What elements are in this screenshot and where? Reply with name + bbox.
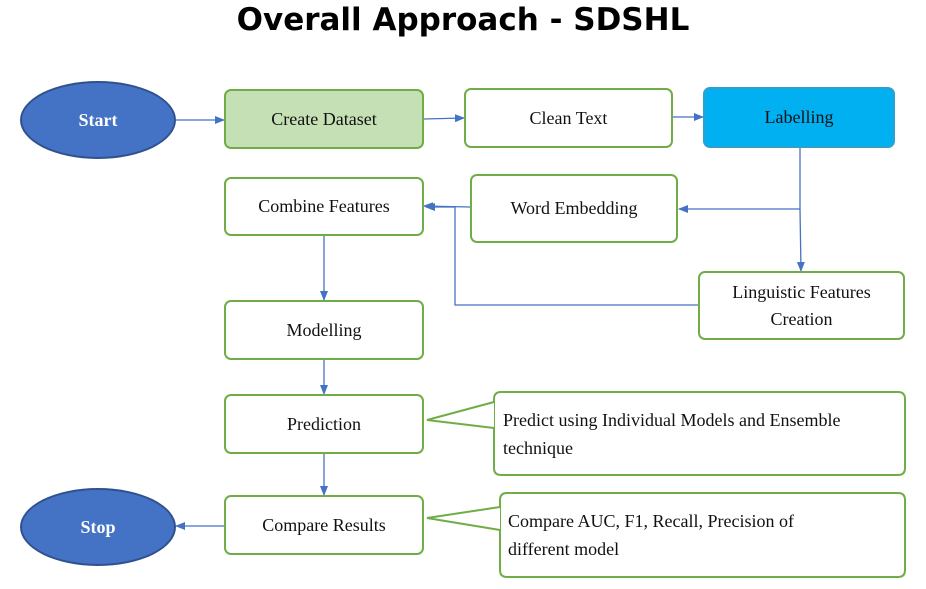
modelling-node: Modelling <box>224 300 424 360</box>
linguistic-features-node: Linguistic Features Creation <box>698 271 905 340</box>
arrow-labelling-to-word-embedding <box>678 148 801 213</box>
start-node: Start <box>20 81 176 159</box>
clean-text-node: Clean Text <box>464 88 673 148</box>
create-dataset-node: Create Dataset <box>224 89 424 149</box>
labelling-node: Labelling <box>703 87 895 148</box>
prediction-callout-pointer <box>426 401 495 429</box>
compare-callout-pointer <box>426 506 501 531</box>
word-embedding-node: Word Embedding <box>470 174 678 243</box>
compare-callout-shape <box>499 492 906 578</box>
prediction-callout-shape <box>493 391 906 476</box>
arrow-linguistic-to-combine <box>425 203 698 306</box>
stop-node: Stop <box>20 488 176 566</box>
arrow-labelling-to-linguistic <box>796 208 805 272</box>
compare-results-node: Compare Results <box>224 495 424 555</box>
combine-features-node: Combine Features <box>224 177 424 236</box>
compare-callout-text: Compare AUC, F1, Recall, Precision of di… <box>508 511 794 559</box>
diagram-title: Overall Approach - SDSHL <box>236 2 690 38</box>
prediction-callout-text: Predict using Individual Models and Ense… <box>503 410 841 458</box>
arrow-create-dataset-to-clean-text <box>423 114 465 123</box>
prediction-node: Prediction <box>224 394 424 454</box>
